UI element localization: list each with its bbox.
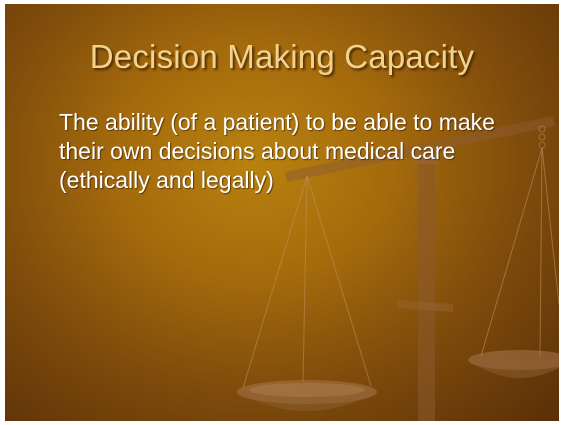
scales-of-justice-icon xyxy=(237,116,559,421)
slide-body-text: The ability (of a patient) to be able to… xyxy=(59,109,495,193)
slide: Decision Making Capacity The ability (of… xyxy=(5,4,559,421)
slide-title: Decision Making Capacity xyxy=(89,38,475,75)
